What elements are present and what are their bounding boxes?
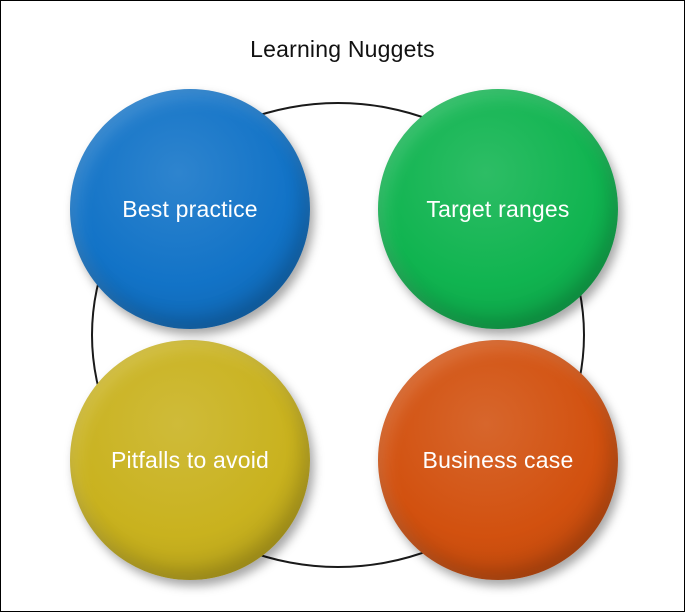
node-pitfalls-to-avoid: Pitfalls to avoid: [70, 340, 310, 580]
node-business-case: Business case: [378, 340, 618, 580]
node-label: Pitfalls to avoid: [110, 446, 270, 473]
node-label: Best practice: [122, 195, 258, 222]
node-target-ranges: Target ranges: [378, 89, 618, 329]
node-label: Business case: [422, 446, 574, 473]
diagram-title: Learning Nuggets: [250, 36, 435, 62]
node-label: Target ranges: [426, 195, 570, 222]
node-best-practice: Best practice: [70, 89, 310, 329]
connecting-ring: [91, 102, 585, 568]
